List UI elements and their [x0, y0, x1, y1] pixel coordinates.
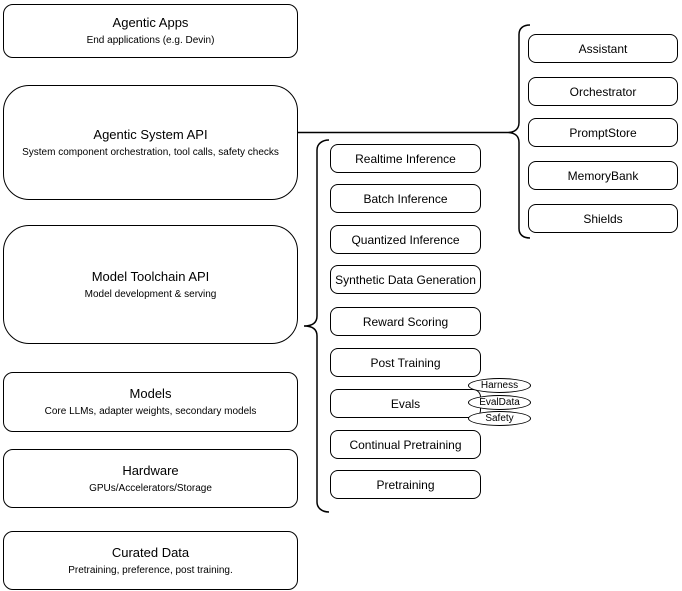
toolchain-item-label: Reward Scoring — [362, 314, 449, 329]
toolchain-item-post-training: Post Training — [330, 348, 481, 377]
component-label: Shields — [583, 211, 623, 226]
eval-tag-label: Safety — [485, 413, 514, 424]
eval-tag-harness: Harness — [468, 378, 531, 393]
toolchain-item-synthetic-data-generation: Synthetic Data Generation — [330, 265, 481, 294]
layer-box-models: Models Core LLMs, adapter weights, secon… — [3, 372, 298, 432]
toolchain-item-continual-pretraining: Continual Pretraining — [330, 430, 481, 459]
component-label: PromptStore — [569, 125, 637, 140]
layer-subtitle: System component orchestration, tool cal… — [22, 146, 279, 158]
toolchain-item-realtime-inference: Realtime Inference — [330, 144, 481, 173]
layer-subtitle: Model development & serving — [84, 288, 217, 300]
component-box-shields: Shields — [528, 204, 678, 233]
toolchain-item-label: Post Training — [370, 355, 441, 370]
layer-title: Model Toolchain API — [91, 268, 210, 284]
toolchain-item-label: Quantized Inference — [351, 232, 460, 247]
layer-subtitle: Core LLMs, adapter weights, secondary mo… — [44, 406, 257, 417]
layer-title: Hardware — [122, 462, 179, 478]
toolchain-item-pretraining: Pretraining — [330, 470, 481, 499]
layer-subtitle: GPUs/Accelerators/Storage — [89, 482, 212, 494]
component-box-memorybank: MemoryBank — [528, 161, 678, 190]
toolchain-item-quantized-inference: Quantized Inference — [330, 225, 481, 254]
component-label: Orchestrator — [569, 84, 637, 99]
component-label: MemoryBank — [567, 168, 639, 183]
toolchain-item-label: Pretraining — [376, 477, 435, 492]
toolchain-item-label: Synthetic Data Generation — [335, 272, 476, 287]
eval-tag-label: Harness — [480, 380, 519, 391]
component-box-promptstore: PromptStore — [528, 118, 678, 147]
layer-box-hardware: Hardware GPUs/Accelerators/Storage — [3, 449, 298, 508]
toolchain-item-label: Realtime Inference — [355, 151, 456, 166]
layer-title: Agentic System API — [93, 126, 208, 142]
eval-tag-label: EvalData — [479, 397, 520, 408]
component-label: Assistant — [578, 41, 628, 56]
layer-box-agentic-apps: Agentic Apps End applications (e.g. Devi… — [3, 4, 298, 58]
component-box-assistant: Assistant — [528, 34, 678, 63]
toolchain-brace — [303, 139, 330, 513]
toolchain-item-label: Continual Pretraining — [349, 437, 462, 452]
layer-subtitle: Pretraining, preference, post training. — [68, 564, 233, 576]
layer-box-agentic-system-api: Agentic System API System component orch… — [3, 85, 298, 200]
layer-subtitle: End applications (e.g. Devin) — [86, 35, 215, 46]
toolchain-item-reward-scoring: Reward Scoring — [330, 307, 481, 336]
layer-box-model-toolchain-api: Model Toolchain API Model development & … — [3, 225, 298, 344]
toolchain-item-label: Evals — [390, 396, 421, 411]
toolchain-item-evals: Evals — [330, 389, 481, 418]
toolchain-item-batch-inference: Batch Inference — [330, 184, 481, 213]
toolchain-item-label: Batch Inference — [363, 191, 448, 206]
layer-title: Agentic Apps — [112, 15, 189, 30]
component-box-orchestrator: Orchestrator — [528, 77, 678, 106]
layer-box-curated-data: Curated Data Pretraining, preference, po… — [3, 531, 298, 590]
eval-tag-evaldata: EvalData — [468, 395, 531, 410]
layer-title: Models — [129, 386, 172, 401]
eval-tag-safety: Safety — [468, 411, 531, 426]
layer-title: Curated Data — [111, 544, 190, 560]
components-brace — [506, 24, 531, 239]
